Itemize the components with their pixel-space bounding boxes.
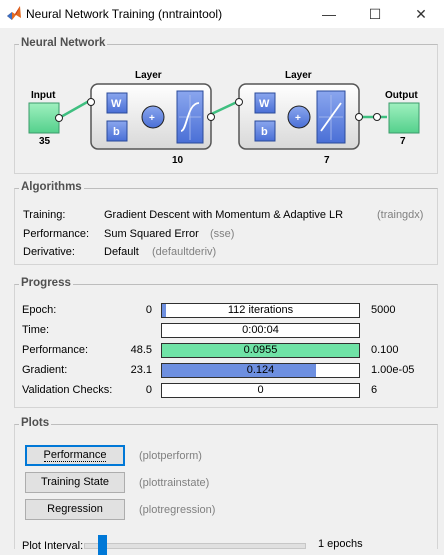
plot-regression-button[interactable]: Regression [25,499,125,520]
layer1-weight-block [106,92,128,114]
epoch-progress-text: 112 iterations [227,304,294,316]
plot-performance-function: (plotperform) [139,450,202,462]
performance-start-value: 48.5 [130,344,152,356]
epoch-start-value: 0 [145,304,152,316]
gradient-label: Gradient: [22,364,68,376]
training-label: Training: [23,209,66,221]
gradient-progress-bar: 0.124 [161,363,360,378]
layer1-label: Layer [135,70,162,81]
plot-interval-value: 1 epochs [318,538,363,550]
derivative-value: Default [104,246,139,258]
progress-title: Progress [19,277,73,289]
title-bar: Neural Network Training (nntraintool) — … [0,0,444,28]
layer2-output-node [355,113,363,121]
layer2-sum-symbol: + [295,113,301,124]
maximize-button[interactable]: ☐ [368,6,382,22]
input-size: 35 [39,136,51,147]
time-progress-bar: 0:00:04 [161,323,360,338]
close-button[interactable]: ✕ [415,6,427,22]
output-size: 7 [400,136,406,147]
neural-network-title: Neural Network [19,37,108,49]
plot-performance-button[interactable]: Performance [25,445,125,466]
layer2-linear-icon [320,102,342,132]
layer1-sigmoid-icon [180,102,200,132]
plot-training-state-function: (plottrainstate) [139,477,210,489]
training-value: Gradient Descent with Momentum & Adaptiv… [104,209,344,221]
input-connector-node [55,114,63,122]
matlab-logo-icon [7,6,21,20]
derivative-function: (defaultderiv) [152,246,217,258]
window-title: Neural Network Training (nntraintool) [26,7,223,21]
validation-checks-end-value: 6 [371,384,378,396]
epoch-progress-bar: 112 iterations [161,303,360,318]
layer1-sum-node [141,105,165,129]
epoch-progress-fill [162,304,167,317]
performance-progress-fill [162,344,359,357]
time-progress-text: 0:00:04 [242,324,279,336]
validation-checks-progress-text: 0 [257,384,264,396]
layer2-bias-block [254,120,276,142]
plot-interval-slider-thumb[interactable] [98,535,107,555]
output-connector-node [373,113,381,121]
layer1-sum-symbol: + [149,113,155,124]
time-label: Time: [22,324,50,336]
performance-progress-text: 0.0955 [243,344,278,356]
layer1-input-node [87,98,95,106]
validation-checks-label: Validation Checks: [22,384,113,396]
plot-interval-label: Plot Interval: [22,540,84,552]
output-label: Output [385,90,418,101]
layer1-weight-symbol: W [111,98,122,110]
validation-checks-progress-bar: 0 [161,383,360,398]
progress-panel: Progress [14,277,438,408]
algorithms-title: Algorithms [19,181,84,193]
algorithms-panel: Algorithms Training: Gradient Descent wi… [14,181,438,265]
layer1-bias-symbol: b [113,126,120,138]
layer1-size: 10 [172,155,184,166]
performance-function: (sse) [210,228,235,240]
performance-end-value: 0.100 [371,344,399,356]
network-diagram: Input 35 Layer W b + 10 Layer W b + 7 [28,70,420,166]
layer1-bias-block [106,120,128,142]
gradient-end-value: 1.00e-05 [371,364,415,376]
layer2-sum-node [287,105,311,129]
gradient-progress-fill [162,364,316,377]
layer2-weight-block [254,92,276,114]
input-block [28,102,60,134]
minimize-button[interactable]: — [322,6,336,22]
plot-training-state-button[interactable]: Training State [25,472,125,493]
output-block [388,102,420,134]
layer2-bias-symbol: b [261,126,268,138]
layer2-weight-symbol: W [259,98,270,110]
performance-label: Performance: [23,228,90,240]
layer2-input-node [235,98,243,106]
epoch-end-value: 5000 [371,304,396,316]
epoch-label: Epoch: [22,304,57,316]
derivative-label: Derivative: [23,246,75,258]
plots-title: Plots [19,417,52,429]
gradient-progress-text: 0.124 [246,364,275,376]
layer2-label: Layer [285,70,312,81]
input-label: Input [31,90,56,101]
layer2-size: 7 [324,155,330,166]
validation-checks-start-value: 0 [145,384,152,396]
plots-panel: Plots [14,417,438,549]
gradient-start-value: 23.1 [130,364,152,376]
training-function: (traingdx) [377,209,424,221]
plot-interval-slider-track[interactable] [84,543,306,549]
neural-network-panel: Neural Network [14,37,438,174]
layer1-output-node [207,113,215,121]
plot-regression-function: (plotregression) [139,504,216,516]
performance-label: Performance: [22,344,89,356]
performance-progress-bar: 0.0955 [161,343,360,358]
performance-value: Sum Squared Error [104,228,199,240]
